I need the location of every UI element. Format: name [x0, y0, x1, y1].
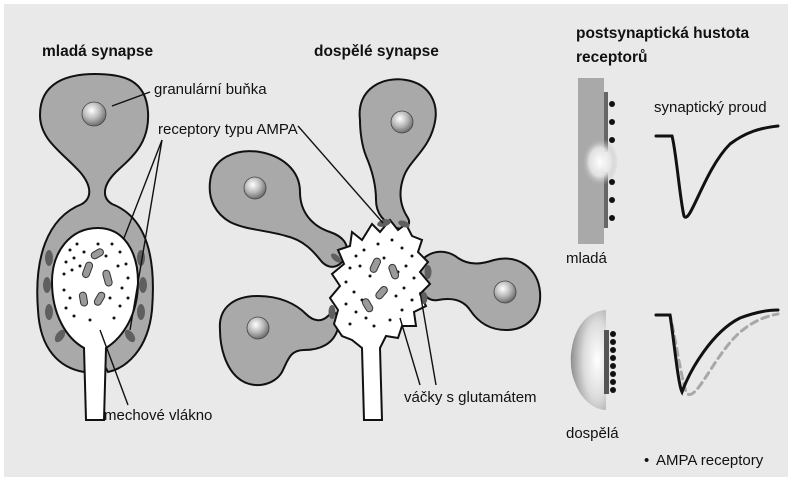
mature-nucleus-bottom-left — [247, 317, 269, 339]
label-young: mladá — [566, 250, 608, 267]
header-density-line1: postsynaptická hustota — [576, 25, 749, 42]
header-mature: dospělé synapse — [314, 43, 439, 60]
header-young: mladá synapse — [42, 43, 154, 60]
mature-nucleus-left — [244, 177, 266, 199]
legend-text: AMPA receptory — [656, 452, 764, 469]
young-density-panel — [578, 78, 618, 244]
young-nucleus — [82, 102, 106, 126]
mature-nucleus-top — [391, 111, 413, 133]
label-granule-cell: granulární buňka — [154, 81, 267, 98]
label-ampa-receptors: receptory typu AMPA — [158, 121, 298, 138]
header-density-line2: receptorů — [576, 49, 648, 66]
label-synaptic-current: synaptický proud — [654, 99, 767, 116]
label-mature: dospělá — [566, 425, 619, 442]
legend-bullet: • — [644, 452, 649, 469]
label-mossy-fiber: mechové vlákno — [104, 407, 212, 424]
mature-nucleus-right — [494, 281, 516, 303]
label-vesicles: váčky s glutamátem — [404, 389, 537, 406]
